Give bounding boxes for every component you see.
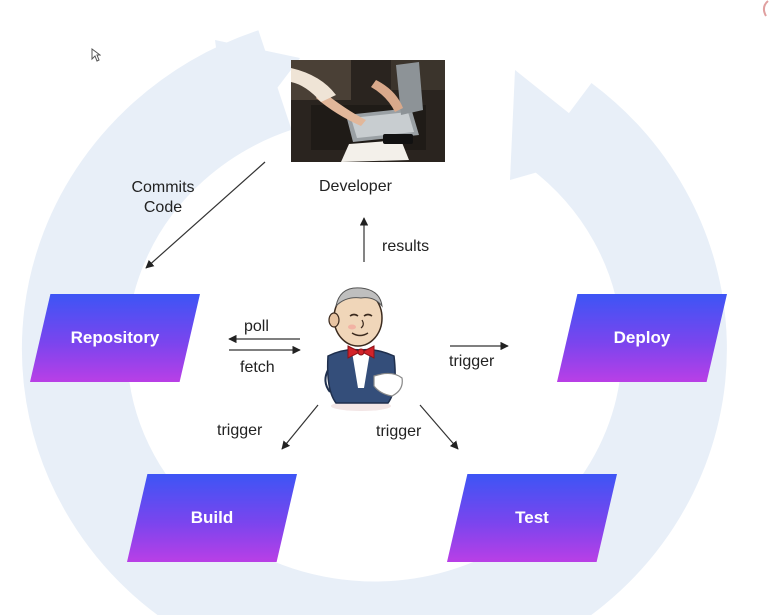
trigger-deploy-label: trigger xyxy=(449,353,495,370)
developer-photo xyxy=(291,60,445,162)
test-box: Test xyxy=(447,474,617,562)
trigger-build-label: trigger xyxy=(217,422,263,439)
jenkins-butler-icon xyxy=(324,287,403,411)
edge-mark-icon xyxy=(762,0,769,17)
deploy-box: Deploy xyxy=(557,294,727,382)
test-label: Test xyxy=(515,508,549,527)
repository-box: Repository xyxy=(30,294,200,382)
developer-at-laptop-illustration xyxy=(291,60,445,162)
repository-label: Repository xyxy=(70,328,160,347)
arrow-trigger-test xyxy=(419,404,459,450)
results-label: results xyxy=(382,238,430,255)
build-box: Build xyxy=(127,474,297,562)
arrow-trigger-build xyxy=(281,404,319,450)
commits-line: Commits xyxy=(131,179,195,196)
build-label: Build xyxy=(190,508,234,527)
fetch-label: fetch xyxy=(240,359,275,376)
code-line: Code xyxy=(143,199,183,216)
developer-label: Developer xyxy=(319,178,392,195)
deploy-label: Deploy xyxy=(613,328,671,347)
commits-code-label: Commits Code xyxy=(126,178,200,218)
poll-label: poll xyxy=(244,318,269,335)
arrow-commits-code xyxy=(145,161,266,269)
trigger-test-label: trigger xyxy=(376,423,422,440)
cursor-icon xyxy=(91,48,101,62)
